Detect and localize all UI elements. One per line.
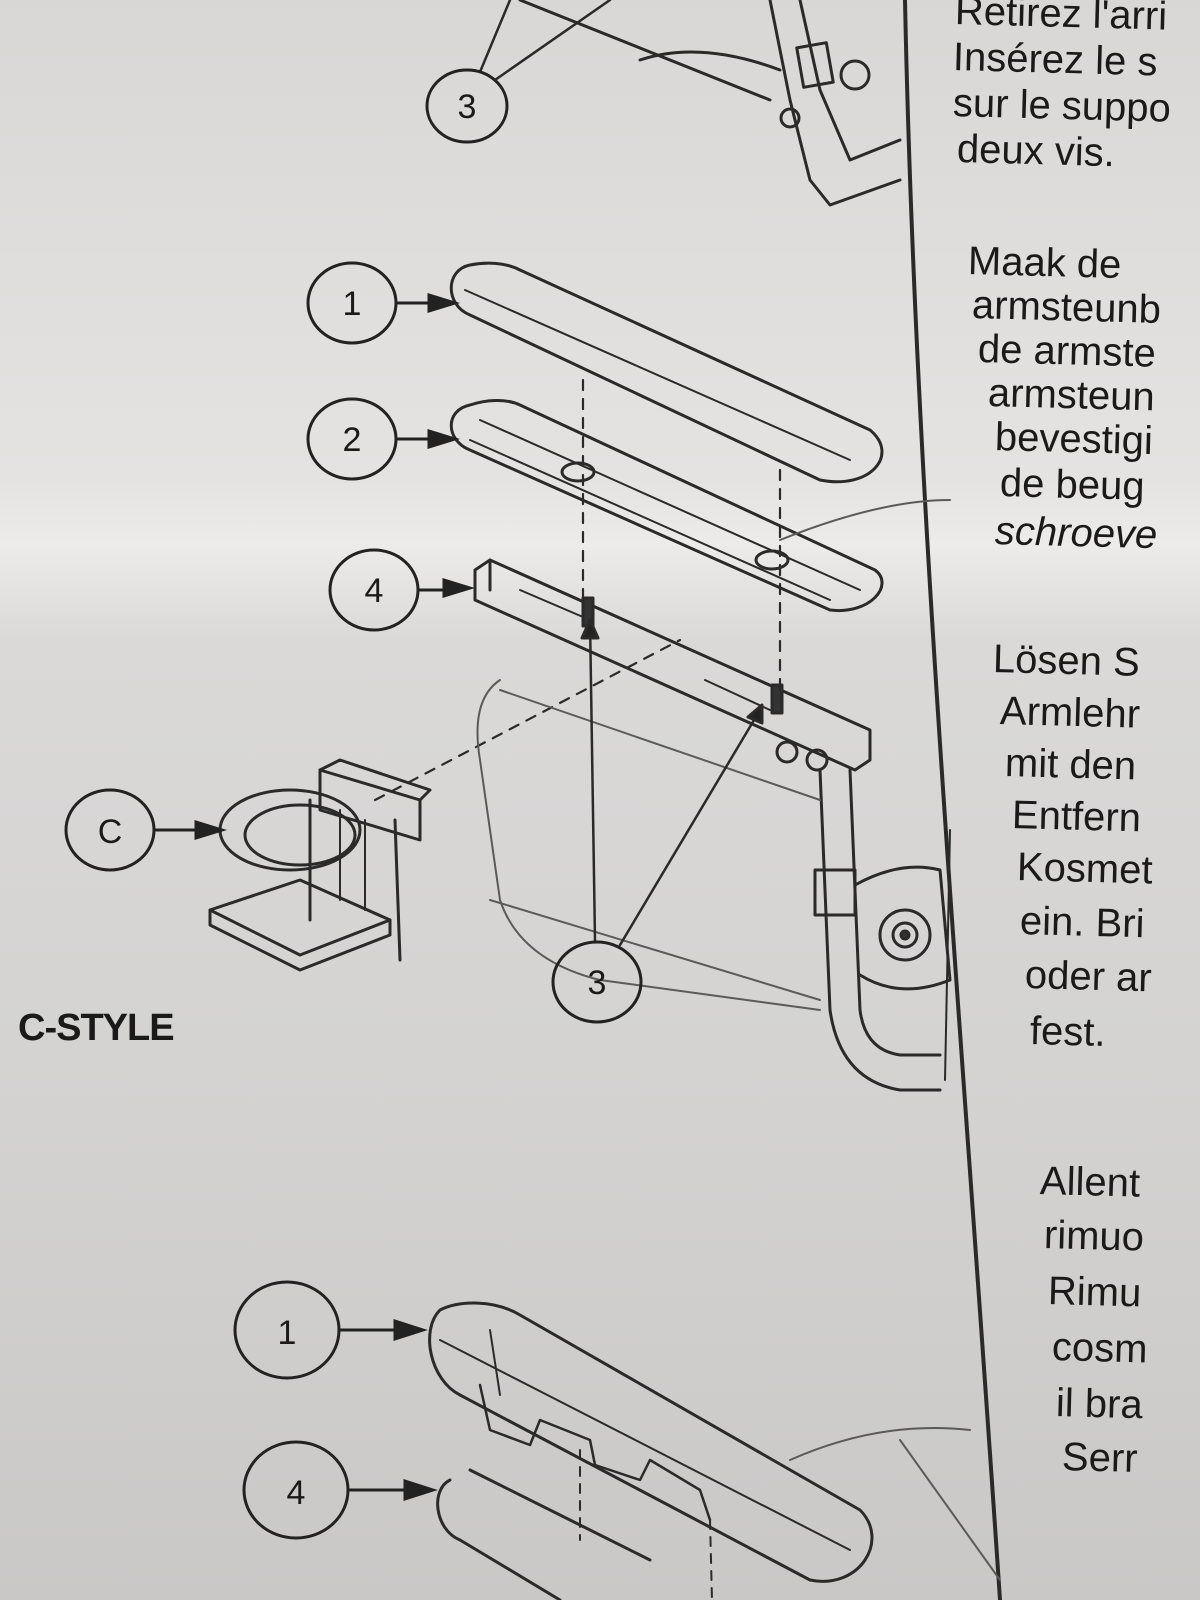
callout-bot-4: 4 bbox=[242, 1440, 438, 1540]
callout-top-1: 1 bbox=[306, 261, 461, 345]
callout-top-3: 3 bbox=[425, 68, 509, 144]
text-line: Serr bbox=[1061, 1435, 1139, 1481]
text-line: cosm bbox=[1051, 1325, 1149, 1372]
armrest-pad bbox=[449, 261, 884, 484]
cup-holder bbox=[208, 758, 432, 972]
arm-support-tube bbox=[813, 768, 952, 1092]
text-line: schroeve bbox=[994, 509, 1158, 558]
text-line: de beug bbox=[999, 461, 1146, 509]
callout-mid-3: 3 bbox=[551, 940, 643, 1024]
callout-label: 3 bbox=[588, 964, 607, 1002]
text-line: Maak de bbox=[967, 239, 1122, 288]
armrest-base bbox=[449, 399, 884, 613]
text-line: armsteun bbox=[987, 371, 1156, 420]
text-line: de armste bbox=[977, 327, 1157, 376]
column-divider bbox=[903, 0, 1002, 1600]
callout-label: C bbox=[98, 813, 123, 851]
text-line: il bra bbox=[1055, 1381, 1144, 1428]
callout-top-2: 2 bbox=[306, 397, 461, 481]
text-line: Armlehr bbox=[999, 689, 1141, 737]
callout-label: 1 bbox=[343, 285, 362, 323]
callout-label: 4 bbox=[287, 1474, 306, 1512]
callout-label: 1 bbox=[278, 1314, 297, 1352]
text-line: bevestigi bbox=[994, 415, 1154, 464]
callout-label: 3 bbox=[458, 88, 477, 126]
text-line: Kosmet bbox=[1016, 845, 1154, 893]
text-line: ein. Bri bbox=[1019, 899, 1146, 947]
text-line: armsteunb bbox=[971, 283, 1162, 332]
text-line: mit den bbox=[1004, 741, 1137, 789]
callout-top-4: 4 bbox=[328, 548, 476, 632]
c-style-label: C-STYLE bbox=[18, 1007, 174, 1049]
callout-bot-1: 1 bbox=[233, 1280, 428, 1380]
top-armrest-partial bbox=[518, 0, 902, 207]
text-line: Rimu bbox=[1047, 1269, 1142, 1316]
text-line: rimuo bbox=[1043, 1213, 1145, 1260]
text-line: sur le suppo bbox=[952, 81, 1172, 131]
callout-label: 2 bbox=[343, 421, 362, 459]
text-line: deux vis. bbox=[956, 127, 1116, 176]
text-line: Lösen S bbox=[992, 637, 1141, 685]
text-line: fest. bbox=[1029, 1009, 1107, 1055]
text-line: Insérez le s bbox=[952, 35, 1159, 85]
armrest-bracket bbox=[473, 558, 872, 772]
bottom-armrest-pad bbox=[428, 1301, 874, 1583]
callout-c: C bbox=[64, 788, 228, 872]
text-line: Allent bbox=[1039, 1159, 1141, 1206]
text-line: Entfern bbox=[1011, 793, 1142, 841]
bottom-bracket bbox=[436, 1468, 652, 1600]
text-line: Retirez l'arri bbox=[954, 0, 1168, 39]
callout-label: 4 bbox=[365, 572, 384, 610]
text-line: oder ar bbox=[1024, 953, 1153, 1001]
